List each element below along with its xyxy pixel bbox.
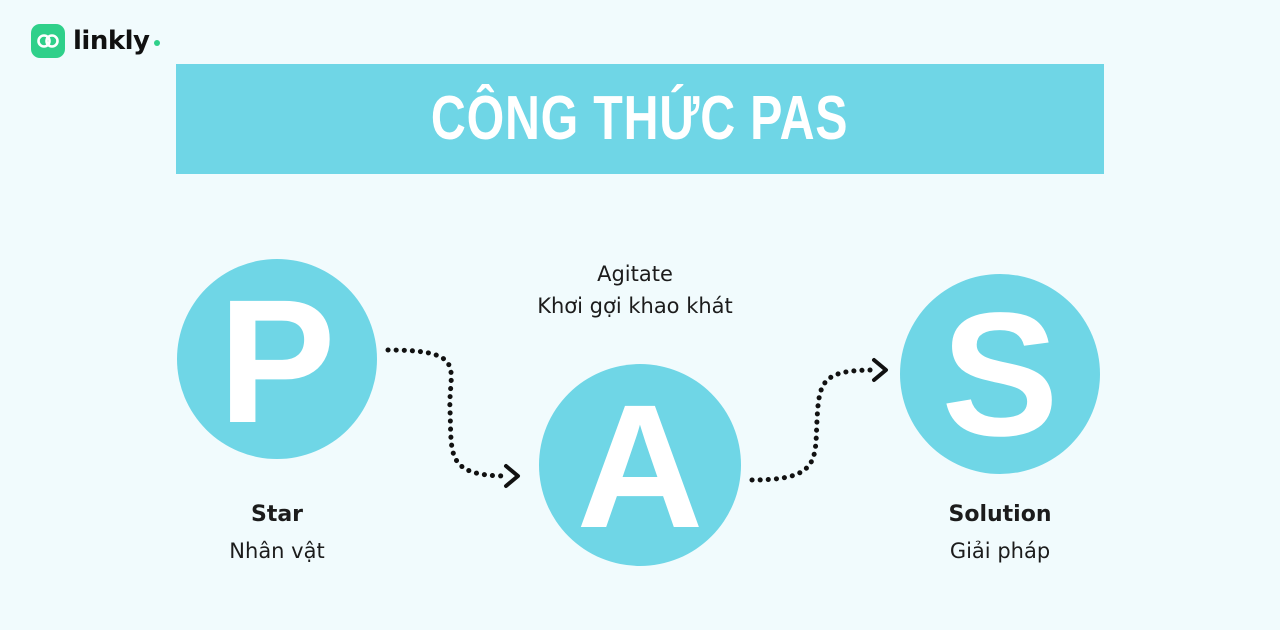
step-label-p: Star Nhân vật bbox=[147, 500, 407, 566]
arrowhead-p-to-a bbox=[504, 464, 520, 488]
step-subtitle-a: Khơi gợi khao khát bbox=[537, 294, 733, 318]
step-subtitle-s: Giải pháp bbox=[949, 539, 1051, 563]
title-banner: CÔNG THỨC PAS bbox=[176, 64, 1104, 174]
step-label-s: Solution Giải pháp bbox=[870, 500, 1130, 566]
link-icon bbox=[31, 24, 65, 58]
brand-logo[interactable]: linkly bbox=[31, 24, 160, 58]
banner-title: CÔNG THỨC PAS bbox=[431, 84, 849, 153]
step-circle-p: P bbox=[177, 259, 377, 459]
arrow-a-to-s bbox=[749, 367, 879, 483]
step-letter-s: S bbox=[941, 277, 1059, 473]
brand-name: linkly bbox=[73, 26, 150, 56]
step-title-a: Agitate bbox=[597, 262, 673, 286]
step-circle-s: S bbox=[900, 274, 1100, 474]
step-title-p: Star bbox=[250, 502, 304, 527]
step-subtitle-p: Nhân vật bbox=[229, 539, 325, 563]
step-letter-a: A bbox=[576, 369, 704, 565]
arrow-p-to-a bbox=[385, 347, 511, 479]
step-label-a: Agitate Khơi gợi khao khát bbox=[505, 259, 765, 321]
step-title-s: Solution bbox=[948, 502, 1052, 527]
arrowhead-a-to-s bbox=[872, 358, 888, 382]
step-circle-a: A bbox=[539, 364, 741, 566]
brand-dot bbox=[153, 40, 160, 46]
step-letter-p: P bbox=[218, 264, 336, 460]
